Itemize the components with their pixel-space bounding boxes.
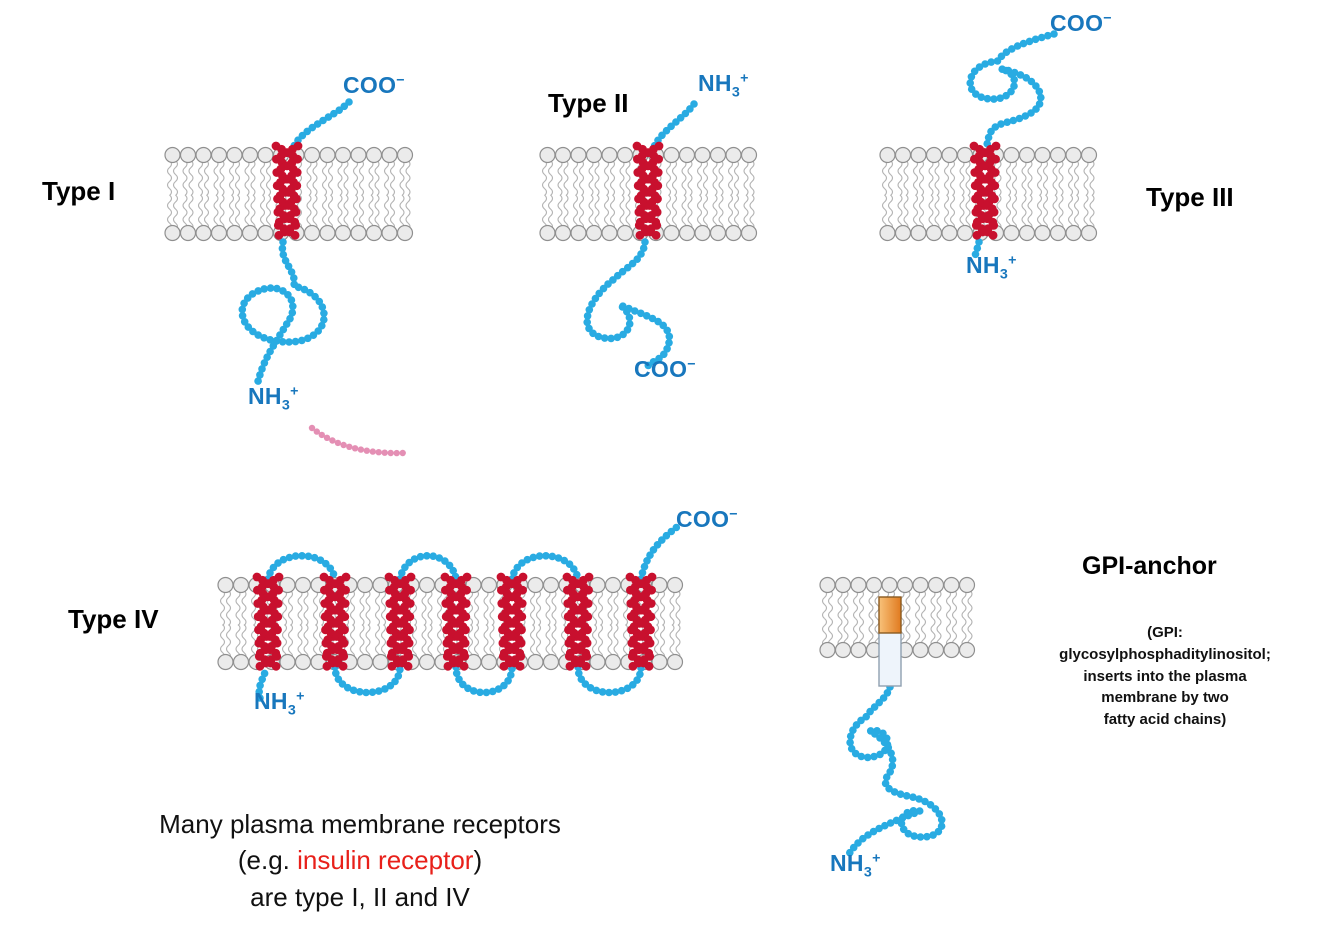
nh3-base: NH bbox=[966, 252, 1000, 278]
nh3-base: NH bbox=[830, 850, 864, 876]
coo-sup: − bbox=[1103, 10, 1112, 27]
membrane-type1 bbox=[164, 146, 414, 242]
helix-type1 bbox=[271, 141, 303, 240]
caption: Many plasma membrane receptors (e.g. ins… bbox=[95, 806, 625, 915]
caption-line2-prefix: (e.g. bbox=[237, 845, 298, 876]
gpi-note-line: fatty acid chains) bbox=[1103, 711, 1227, 728]
gpi-anchor-graphic bbox=[878, 596, 902, 687]
type1-label: Type I bbox=[42, 176, 116, 206]
coo-base: COO bbox=[634, 356, 688, 382]
helix-type4-7 bbox=[625, 572, 657, 671]
helix-type3 bbox=[969, 141, 1001, 240]
type1-chain bbox=[238, 98, 406, 457]
caption-insulin-receptor: insulin receptor bbox=[297, 845, 474, 876]
gpi-note-line: glycosylphosphaditylinositol; bbox=[1059, 645, 1271, 663]
nh3-sup: + bbox=[872, 850, 881, 867]
type4-coo-label: COO− bbox=[676, 506, 738, 533]
nh3-sup: + bbox=[290, 383, 299, 400]
type4-nh3-label: NH3+ bbox=[254, 688, 305, 719]
nh3-sup: + bbox=[740, 70, 749, 87]
caption-line2: (e.g. insulin receptor) bbox=[95, 842, 625, 878]
type4-chain bbox=[255, 523, 681, 702]
nh3-sup: + bbox=[296, 688, 305, 705]
helix-type4-3 bbox=[384, 572, 416, 671]
nh3-sub: 3 bbox=[281, 397, 291, 414]
gpi-note-line: (GPI: bbox=[1147, 624, 1183, 641]
helix-type4-4 bbox=[440, 572, 472, 671]
type3-chain bbox=[966, 30, 1058, 259]
type4-label: Type IV bbox=[68, 604, 159, 634]
nh3-sub: 3 bbox=[287, 702, 297, 719]
type3-label: Type III bbox=[1146, 182, 1234, 212]
coo-sup: − bbox=[396, 72, 405, 89]
type2-nh3-label: NH3+ bbox=[698, 70, 749, 101]
gpi-anchor-fatty-acid-block bbox=[878, 596, 902, 634]
gpi-anchor-inositol-block bbox=[878, 631, 902, 687]
type3-nh3-label: NH3+ bbox=[966, 252, 1017, 283]
caption-line3: are type I, II and IV bbox=[250, 881, 470, 912]
coo-base: COO bbox=[1050, 10, 1104, 36]
coo-sup: − bbox=[687, 356, 696, 373]
helix-type4-1 bbox=[252, 572, 284, 671]
nh3-base: NH bbox=[698, 70, 732, 96]
type2-chain bbox=[583, 100, 698, 370]
nh3-base: NH bbox=[254, 688, 288, 714]
gpi-chain bbox=[846, 683, 946, 857]
caption-line1: Many plasma membrane receptors bbox=[159, 809, 561, 839]
type2-label: Type II bbox=[548, 88, 629, 118]
nh3-sub: 3 bbox=[999, 266, 1009, 283]
nh3-sub: 3 bbox=[731, 84, 741, 101]
helix-type4-6 bbox=[562, 572, 594, 671]
caption-line2-suffix: ) bbox=[473, 845, 483, 876]
coo-base: COO bbox=[676, 506, 730, 532]
nh3-sup: + bbox=[1008, 252, 1017, 269]
gpi-note: (GPI: glycosylphosphaditylinositol; inse… bbox=[1022, 622, 1308, 731]
gpi-note-line: inserts into the plasma bbox=[1083, 667, 1247, 685]
type2-coo-label: COO− bbox=[634, 356, 696, 383]
type3-coo-label: COO− bbox=[1050, 10, 1112, 37]
helix-type4-5 bbox=[496, 572, 528, 671]
gpi-note-line: membrane by two bbox=[1101, 689, 1229, 707]
coo-sup: − bbox=[729, 506, 738, 523]
type1-coo-label: COO− bbox=[343, 72, 405, 99]
helix-type4-2 bbox=[319, 572, 351, 671]
coo-base: COO bbox=[343, 72, 397, 98]
helix-type2 bbox=[632, 141, 664, 240]
gpi-nh3-label: NH3+ bbox=[830, 850, 881, 881]
type1-nh3-label: NH3+ bbox=[248, 383, 299, 414]
gpi-anchor-title: GPI-anchor bbox=[1082, 552, 1217, 580]
nh3-base: NH bbox=[248, 383, 282, 409]
nh3-sub: 3 bbox=[863, 864, 873, 881]
